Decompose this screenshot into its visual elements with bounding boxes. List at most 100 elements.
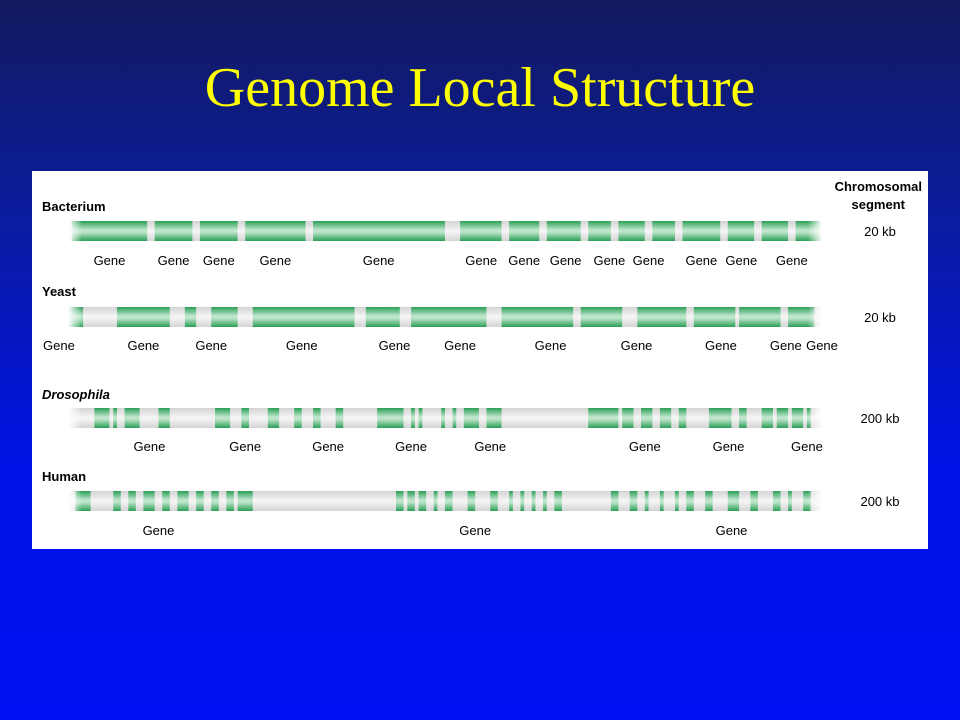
gene-block (241, 408, 249, 428)
gene-label: Gene (465, 253, 497, 268)
gene-block (659, 491, 664, 511)
gene-block (791, 408, 804, 428)
gene-label: Gene (716, 523, 748, 538)
gene-block (674, 491, 679, 511)
gene-label: Gene (621, 338, 653, 353)
gene-block (486, 408, 502, 428)
gene-block (641, 408, 653, 428)
gene-label: Gene (725, 253, 757, 268)
gene-block (113, 491, 121, 511)
gene-block (215, 408, 231, 428)
gene-block (143, 491, 155, 511)
gene-block (727, 491, 740, 511)
organism-label: Drosophila (42, 387, 110, 402)
gene-label: Gene (134, 439, 166, 454)
gene-label: Gene (474, 439, 506, 454)
gene-block (659, 408, 672, 428)
gene-block (520, 491, 525, 511)
gene-block (644, 491, 649, 511)
gene-label: Gene (195, 338, 227, 353)
gene-block (543, 491, 547, 511)
gene-block (158, 408, 170, 428)
gene-label: Gene (395, 439, 427, 454)
gene-block (588, 408, 619, 428)
gene-block (678, 408, 687, 428)
gene-block (509, 221, 540, 241)
gene-block (365, 307, 400, 327)
gene-label: Gene (379, 338, 411, 353)
bar-end-fade-left (68, 408, 82, 428)
gene-block (377, 408, 404, 428)
gene-block (788, 307, 815, 327)
gene-block (162, 491, 170, 511)
gene-block (94, 408, 110, 428)
bar-end-fade-right (808, 408, 822, 428)
gene-block (686, 491, 694, 511)
gene-block (411, 408, 415, 428)
gene-block (418, 491, 427, 511)
gene-block (226, 491, 234, 511)
gene-block (761, 408, 773, 428)
gene-block (71, 221, 148, 241)
gene-block (113, 408, 118, 428)
gene-label: Gene (203, 253, 235, 268)
bar-end-fade-right (808, 491, 822, 511)
segment-header-line2: segment (852, 197, 906, 212)
gene-block (237, 491, 253, 511)
gene-label: Gene (633, 253, 665, 268)
gene-block (433, 491, 438, 511)
gene-label: Gene (629, 439, 661, 454)
gene-block (622, 408, 634, 428)
gene-block (117, 307, 170, 327)
gene-label: Gene (127, 338, 159, 353)
gene-block (588, 221, 611, 241)
gene-block (177, 491, 189, 511)
gene-label: Gene (158, 253, 190, 268)
gene-block (452, 408, 457, 428)
gene-label: Gene (444, 338, 476, 353)
gene-block (761, 221, 789, 241)
gene-block (124, 408, 140, 428)
gene-block (509, 491, 513, 511)
segment-size-label: 20 kb (864, 310, 896, 325)
organism-label: Yeast (42, 284, 77, 299)
gene-block (580, 307, 623, 327)
gene-block (490, 491, 498, 511)
gene-block (154, 221, 193, 241)
gene-block (788, 491, 792, 511)
gene-block (739, 408, 747, 428)
gene-block (196, 491, 204, 511)
gene-block (772, 491, 781, 511)
gene-block (418, 408, 423, 428)
gene-label: Gene (286, 338, 318, 353)
gene-label: Gene (705, 338, 737, 353)
segment-header-line1: Chromosomal (835, 179, 922, 194)
gene-block (629, 491, 638, 511)
segment-size-label: 200 kb (860, 411, 899, 426)
gene-block (546, 221, 581, 241)
gene-block (294, 408, 302, 428)
gene-block (245, 221, 306, 241)
gene-label: Gene (229, 439, 261, 454)
gene-block (727, 221, 755, 241)
gene-block (739, 307, 781, 327)
gene-block (252, 307, 355, 327)
bar-end-fade-left (68, 221, 82, 241)
gene-label: Gene (550, 253, 582, 268)
gene-block (682, 221, 721, 241)
gene-block (531, 491, 536, 511)
gene-label: Gene (363, 253, 395, 268)
gene-label: Gene (770, 338, 802, 353)
gene-label: Gene (43, 338, 75, 353)
gene-block (199, 221, 238, 241)
gene-label: Gene (791, 439, 823, 454)
gene-label: Gene (713, 439, 745, 454)
gene-block (445, 491, 453, 511)
gene-block (463, 408, 479, 428)
